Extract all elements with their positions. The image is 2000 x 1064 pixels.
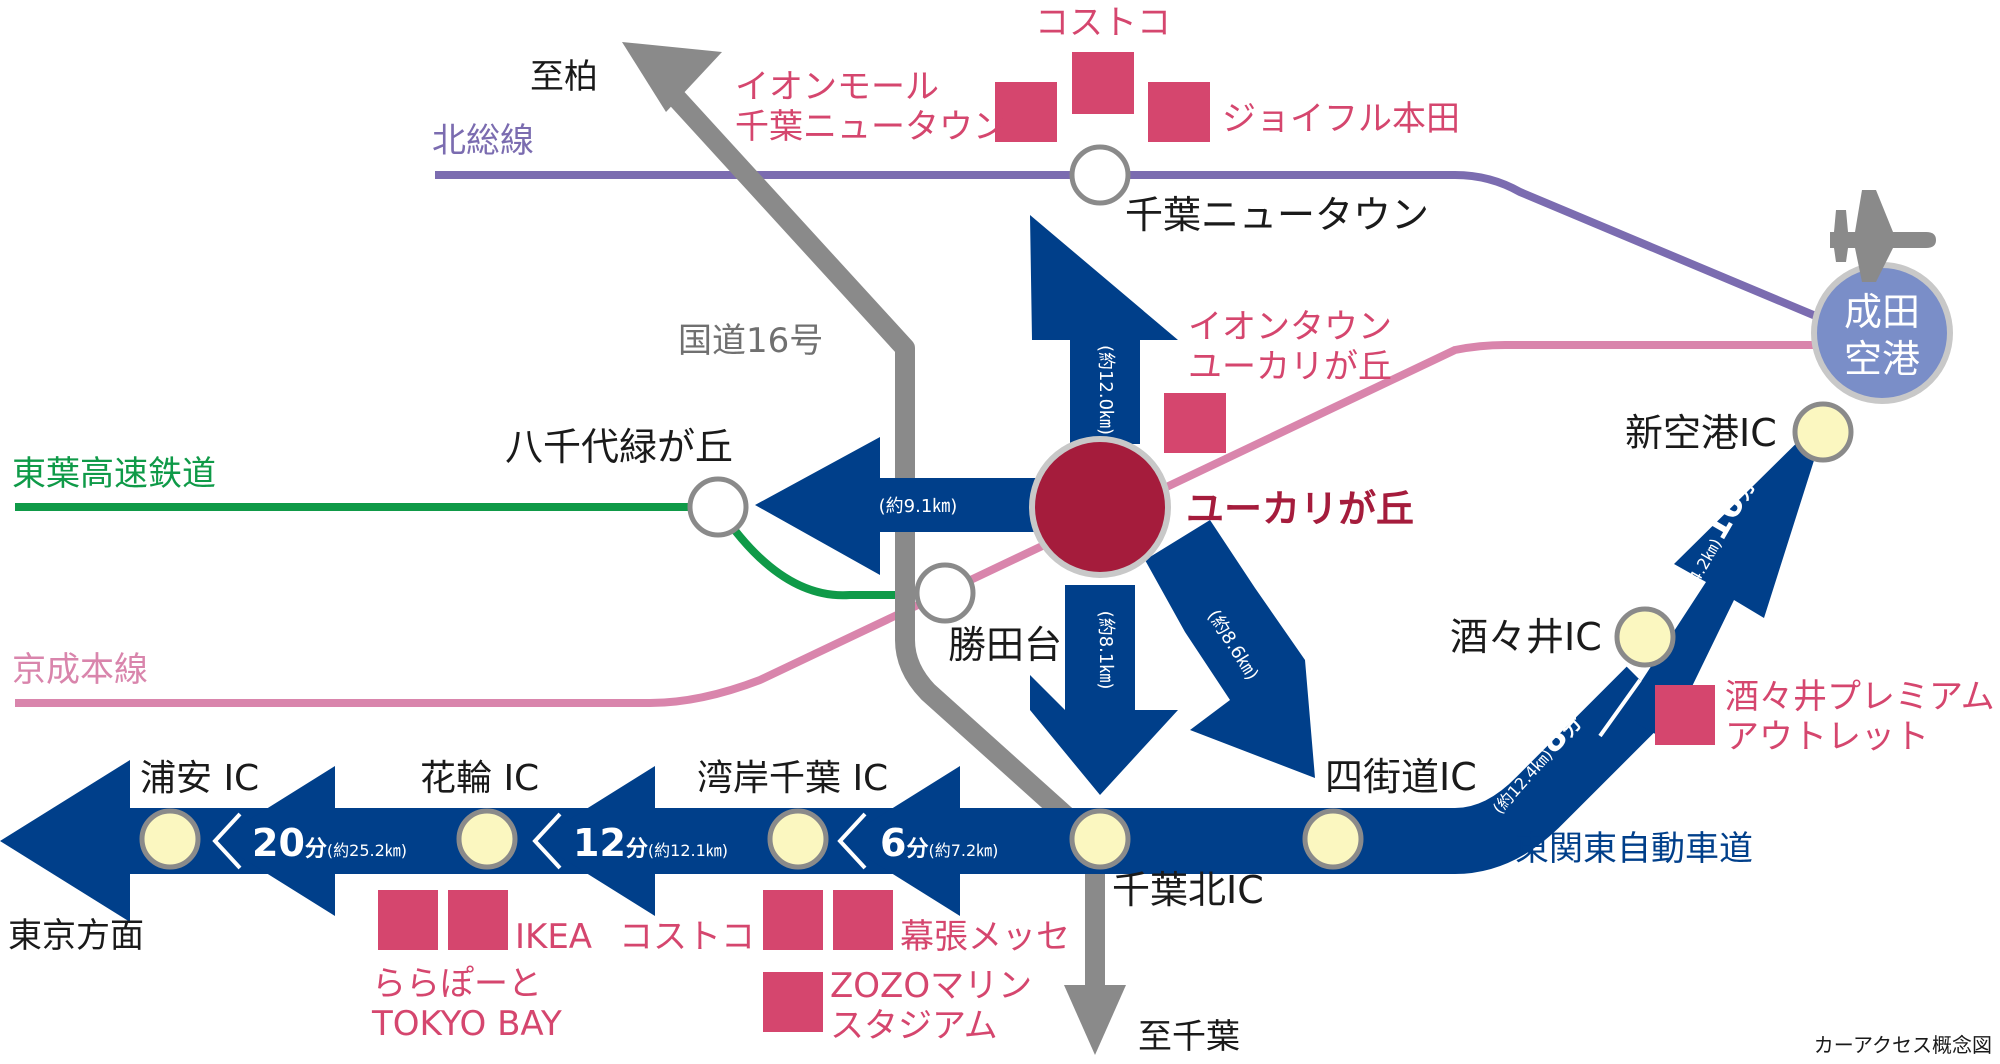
- separator-3: [837, 812, 867, 870]
- station-yachiyo-midorigaoka: [687, 476, 749, 538]
- narita-airport-label-1: 成田: [1844, 290, 1920, 334]
- route16-arrow-north: [622, 42, 722, 112]
- label-aeon-mall-2: 千葉ニュータウン: [735, 107, 1007, 147]
- facility-marker-costco-top: [1072, 52, 1134, 114]
- time-urayasu: 20分(約25.2㎞): [252, 821, 407, 865]
- label-katsutadai: 勝田台: [948, 623, 1062, 667]
- label-hokuso-line: 北総線: [432, 121, 534, 161]
- label-makuhari-messe: 幕張メッセ: [900, 917, 1070, 957]
- expressway-arrow-wangan: [840, 766, 960, 916]
- label-costco-bottom: コストコ: [619, 917, 755, 957]
- facility-marker-lalaport: [378, 890, 438, 950]
- route16-road: [652, 73, 1105, 1020]
- label-expressway: 東関東自動車道: [1515, 829, 1753, 869]
- label-ic-chiba-kita: 千葉北IC: [1112, 868, 1264, 912]
- ic-shisui: [1614, 606, 1676, 668]
- label-ic-hanawa: 花輪 IC: [420, 758, 539, 799]
- station-chiba-newtown: [1069, 144, 1131, 206]
- arrow-south-distance: (約8.1㎞): [1095, 611, 1116, 690]
- label-aeon-mall-1: イオンモール: [735, 67, 939, 107]
- label-ic-urayasu: 浦安 IC: [140, 758, 259, 799]
- expressway-east-body: [1090, 666, 1674, 874]
- label-chiba-newtown: 千葉ニュータウン: [1125, 193, 1429, 237]
- time-wangan: 6分(約7.2㎞): [880, 821, 998, 865]
- label-ikea: IKEA: [515, 917, 592, 957]
- separator-4: [1598, 678, 1642, 738]
- facility-marker-costco-bottom: [763, 890, 823, 950]
- label-aeon-town-1: イオンタウン: [1188, 307, 1392, 347]
- separator-1: [212, 812, 242, 870]
- label-ic-wangan-chiba: 湾岸千葉 IC: [697, 758, 888, 799]
- narita-airport-label-2: 空港: [1844, 337, 1920, 381]
- label-zozo-2: スタジアム: [830, 1006, 998, 1046]
- route16-arrow-south: [1064, 985, 1126, 1055]
- caption: カーアクセス概念図: [1814, 1033, 1992, 1057]
- label-yukarigaoka: ユーカリが丘: [1186, 487, 1414, 531]
- keisei-main-line: [15, 341, 1830, 707]
- expressway-arrow-tokyo: [0, 760, 130, 922]
- label-route16: 国道16号: [678, 321, 823, 361]
- facility-marker-aeon-town: [1164, 393, 1226, 453]
- label-costco-top: コストコ: [1035, 3, 1171, 43]
- facility-marker-aeon-mall: [995, 82, 1057, 142]
- facility-marker-shisui-outlet: [1655, 685, 1715, 745]
- ic-urayasu: [139, 808, 201, 870]
- facility-marker-joyful: [1148, 82, 1210, 142]
- label-shisui-outlet-1: 酒々井プレミアム: [1725, 677, 1995, 717]
- time-hanawa: 12分(約12.1㎞): [573, 821, 728, 865]
- arrow-west: [755, 437, 1040, 575]
- label-lalaport-1: ららぽーと: [372, 964, 542, 1004]
- expressway-arrow-urayasu: [215, 766, 335, 916]
- ic-yotsukaido: [1302, 808, 1364, 870]
- label-aeon-town-2: ユーカリが丘: [1188, 347, 1392, 387]
- label-joyful-honda: ジョイフル本田: [1222, 99, 1460, 139]
- label-lalaport-2: TOKYO BAY: [371, 1004, 562, 1044]
- arrow-west-distance: (約9.1㎞): [879, 496, 958, 517]
- hokuso-line: [435, 171, 1832, 326]
- label-zozo-1: ZOZOマリン: [830, 966, 1032, 1006]
- facility-marker-makuhari: [833, 890, 893, 950]
- ic-chiba-kita: [1069, 808, 1131, 870]
- arrow-south: [1030, 585, 1178, 795]
- station-katsutadai: [914, 562, 976, 624]
- label-to-chiba: 至千葉: [1138, 1017, 1240, 1057]
- airplane-icon: [1830, 190, 1936, 282]
- separator-2: [532, 812, 562, 870]
- expressway-segment-to-shinkuko: [1620, 410, 1830, 740]
- expressway-arrow-hanawa: [535, 766, 655, 916]
- arrow-north-distance: (約12.0㎞): [1095, 345, 1116, 435]
- label-ic-shin-kuko: 新空港IC: [1625, 411, 1777, 455]
- arrow-southeast: [1145, 520, 1315, 778]
- label-to-tokyo: 東京方面: [8, 916, 144, 956]
- label-toyo-railway: 東葉高速鉄道: [12, 454, 216, 494]
- ic-shin-kuko: [1792, 401, 1854, 463]
- label-shisui-outlet-2: アウトレット: [1725, 717, 1929, 757]
- arrow-north: [1030, 215, 1178, 444]
- label-yachiyo-midorigaoka: 八千代緑が丘: [505, 425, 733, 469]
- facility-marker-ikea: [448, 890, 508, 950]
- label-ic-shisui: 酒々井IC: [1450, 615, 1602, 659]
- station-yukarigaoka: [1029, 436, 1171, 578]
- facility-marker-zozo: [763, 972, 823, 1032]
- ic-wangan-chiba: [767, 808, 829, 870]
- label-keisei-line: 京成本線: [12, 650, 148, 690]
- label-to-kashiwa: 至柏: [530, 57, 598, 97]
- ic-hanawa: [456, 808, 518, 870]
- label-ic-yotsukaido: 四街道IC: [1325, 755, 1477, 799]
